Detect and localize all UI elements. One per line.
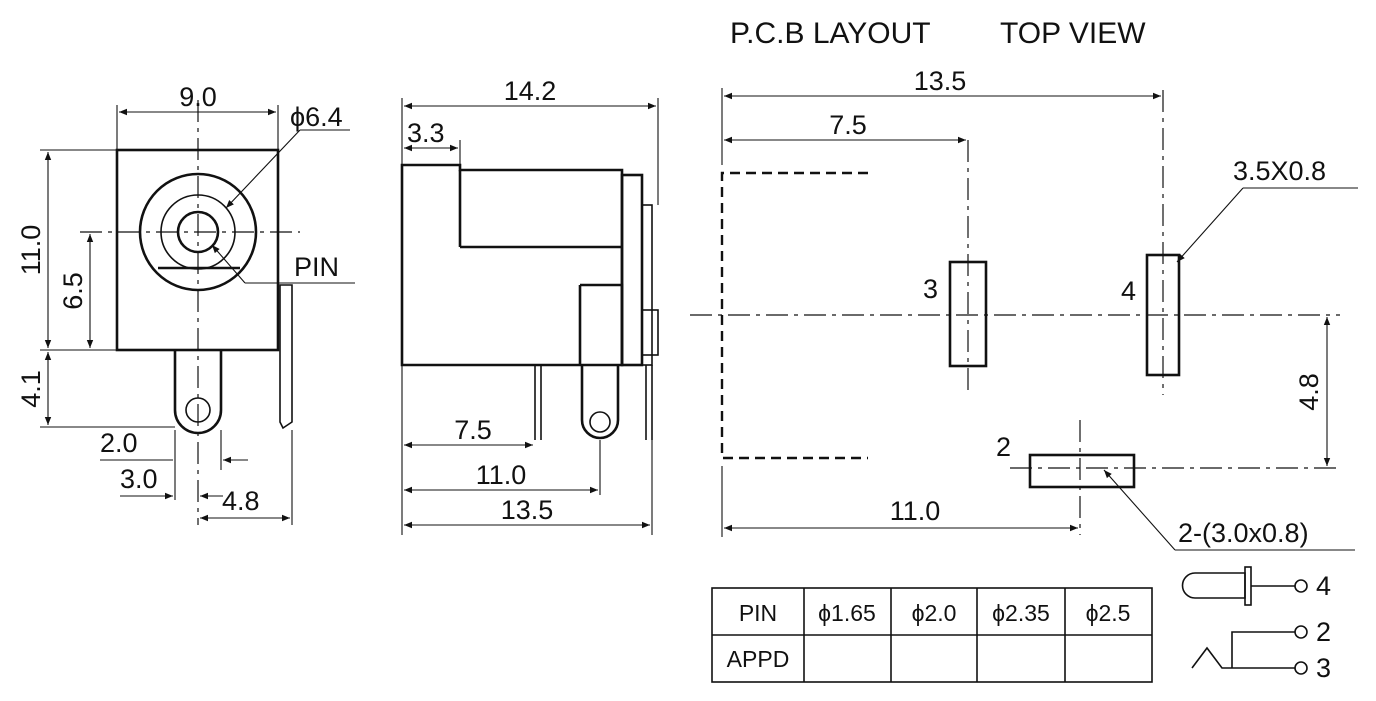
front-width-dim: 9.0: [179, 82, 217, 112]
pad-3-label: 3: [923, 274, 938, 304]
pcb-layout: P.C.B LAYOUT TOP VIEW 3 4 2 13.5 7.5 11.…: [690, 17, 1358, 551]
front-dim-3-0: 3.0: [120, 464, 158, 494]
pad-2-label: 2: [996, 432, 1011, 462]
table-col-1: ϕ1.65: [818, 600, 876, 626]
table-col-3: ϕ2.35: [992, 600, 1050, 626]
pad-3: [948, 260, 988, 368]
front-pin-drop-dim: 4.1: [16, 370, 46, 408]
pcb-dim-7-5: 7.5: [829, 110, 867, 140]
side-view: 14.2 3.3 7.5 11.0 13.5: [400, 76, 659, 535]
table-row-label-appd: APPD: [727, 646, 790, 672]
table-row-label-pin: PIN: [739, 600, 777, 626]
front-pin-label: PIN: [294, 252, 339, 282]
terminal-4-label: 4: [1316, 571, 1331, 601]
pcb-dim-11-0: 11.0: [890, 496, 941, 526]
pcb-dim-13-5: 13.5: [914, 66, 967, 96]
front-center-dim: 6.5: [58, 272, 88, 310]
pcb-dim-4-8: 4.8: [1294, 373, 1324, 411]
terminal-3-label: 3: [1316, 653, 1331, 683]
top-view-heading: TOP VIEW: [1000, 17, 1146, 50]
pcb-layout-heading: P.C.B LAYOUT: [730, 17, 931, 50]
front-height-dim: 11.0: [16, 225, 46, 276]
pad-4-label: 4: [1121, 276, 1136, 306]
pcb-slot-2-size: 2-(3.0x0.8): [1178, 518, 1309, 548]
side-dim-13-5: 13.5: [501, 495, 554, 525]
pcb-slot-4-size: 3.5X0.8: [1233, 156, 1326, 186]
side-dim-11-0: 11.0: [476, 460, 527, 490]
table-col-2: ϕ2.0: [912, 600, 957, 626]
table-col-4: ϕ2.5: [1086, 600, 1131, 626]
side-length-dim: 14.2: [504, 76, 557, 106]
pad-2: [1028, 453, 1136, 489]
pin-table: PIN APPD ϕ1.65 ϕ2.0 ϕ2.35 ϕ2.5: [711, 587, 1153, 683]
jack-schematic: 4 2 3: [1181, 566, 1331, 683]
terminal-2-label: 2: [1316, 617, 1331, 647]
front-dim-2-0: 2.0: [100, 428, 138, 458]
front-view: 9.0 ϕ6.4 PIN 11.0 6.5 4.1 2.0 3.0 4.8: [16, 82, 355, 525]
front-dim-4-8: 4.8: [222, 486, 260, 516]
pad-4: [1145, 253, 1181, 377]
side-step-dim: 3.3: [407, 118, 445, 148]
front-bore-dim: ϕ6.4: [290, 102, 343, 132]
side-dim-7-5: 7.5: [454, 415, 492, 445]
